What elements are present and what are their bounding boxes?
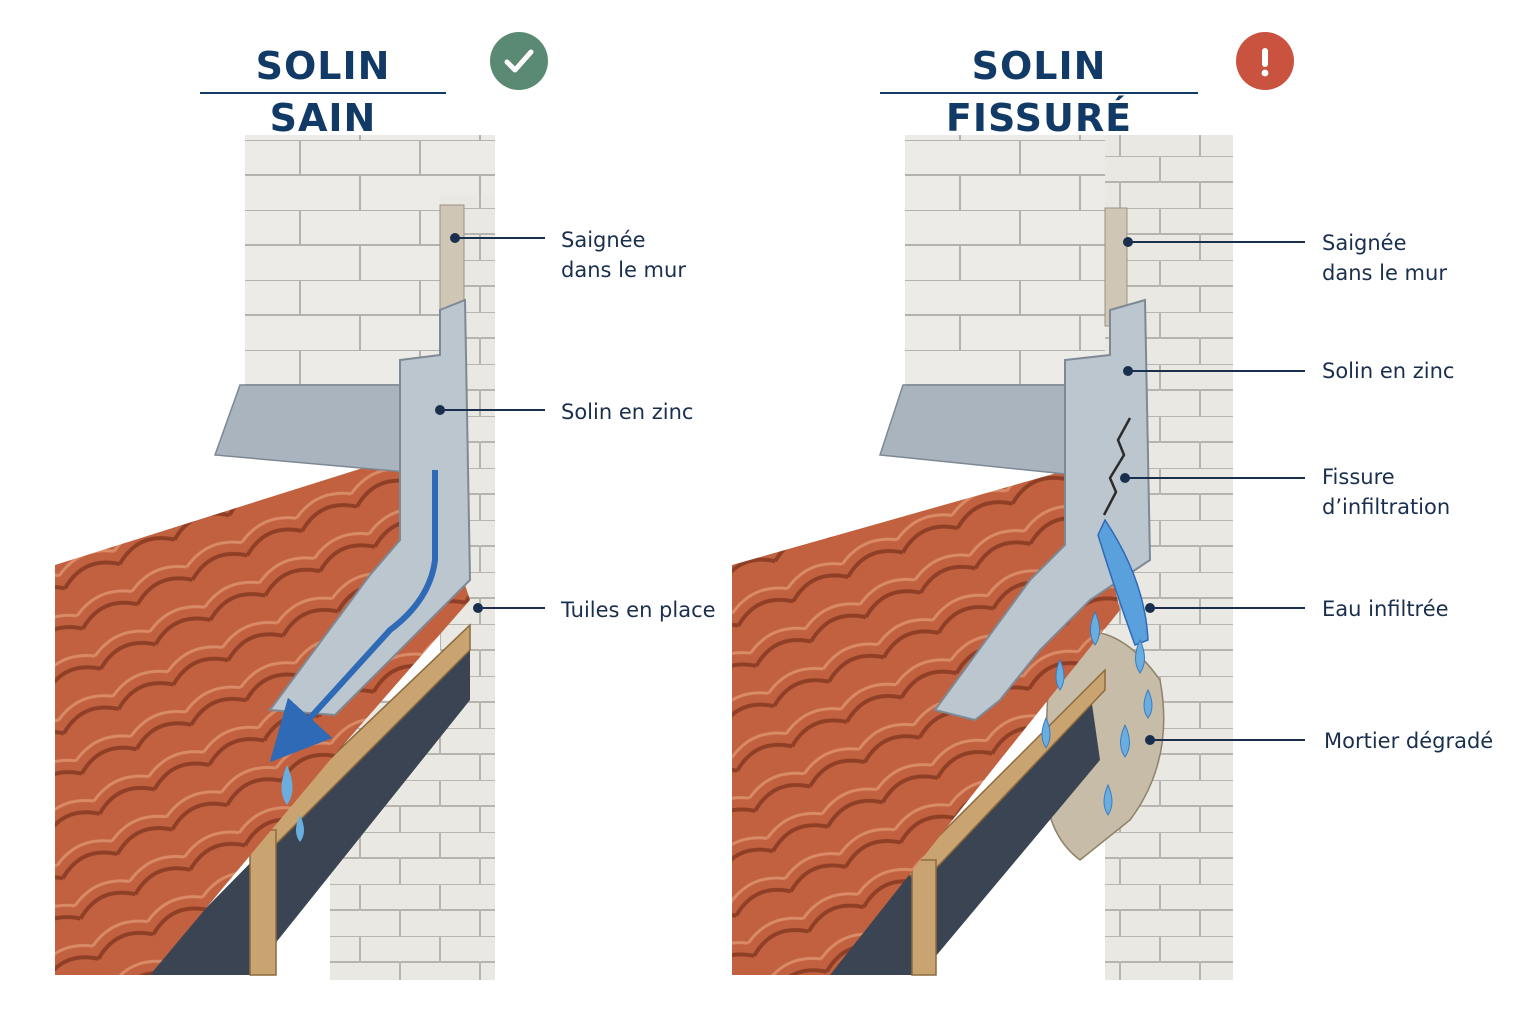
label-left-saignee-line2: dans le mur — [561, 258, 686, 282]
label-left-tuiles: Tuiles en place — [561, 598, 716, 622]
label-right-eau: Eau infiltrée — [1322, 597, 1449, 621]
label-left-saignee: Saignée dans le mur — [561, 225, 686, 285]
right-wall-back — [905, 135, 1135, 395]
right-crack — [1102, 417, 1132, 516]
right-diagram — [732, 135, 1305, 980]
right-water-drops — [1041, 610, 1153, 816]
label-right-solin: Solin en zinc — [1322, 359, 1455, 383]
label-right-saignee-line1: Saignée — [1322, 231, 1407, 255]
label-right-fissure: Fissure d’infiltration — [1322, 462, 1450, 522]
label-right-mortier: Mortier dégradé — [1324, 729, 1494, 753]
right-zinc-solin — [933, 298, 1152, 722]
label-left-saignee-line1: Saignée — [561, 228, 646, 252]
exclamation-icon — [1236, 32, 1294, 90]
title-solin-fissure: SOLIN FISSURÉ — [880, 40, 1198, 140]
title-solin-sain: SOLIN SAIN — [200, 40, 446, 140]
left-water-drop-2 — [296, 815, 304, 842]
left-zinc-solin — [268, 298, 472, 717]
left-diagram — [55, 135, 545, 980]
label-right-saignee: Saignée dans le mur — [1322, 228, 1447, 288]
label-right-saignee-line2: dans le mur — [1322, 261, 1447, 285]
left-flow-arrow — [269, 470, 438, 763]
check-icon — [490, 32, 548, 90]
left-batten-post — [249, 829, 277, 976]
right-batten-post — [911, 859, 937, 976]
left-water-drop-1 — [281, 765, 293, 805]
label-right-fissure-line2: d’infiltration — [1322, 495, 1451, 519]
label-left-solin: Solin en zinc — [561, 400, 694, 424]
label-right-fissure-line1: Fissure — [1322, 465, 1395, 489]
